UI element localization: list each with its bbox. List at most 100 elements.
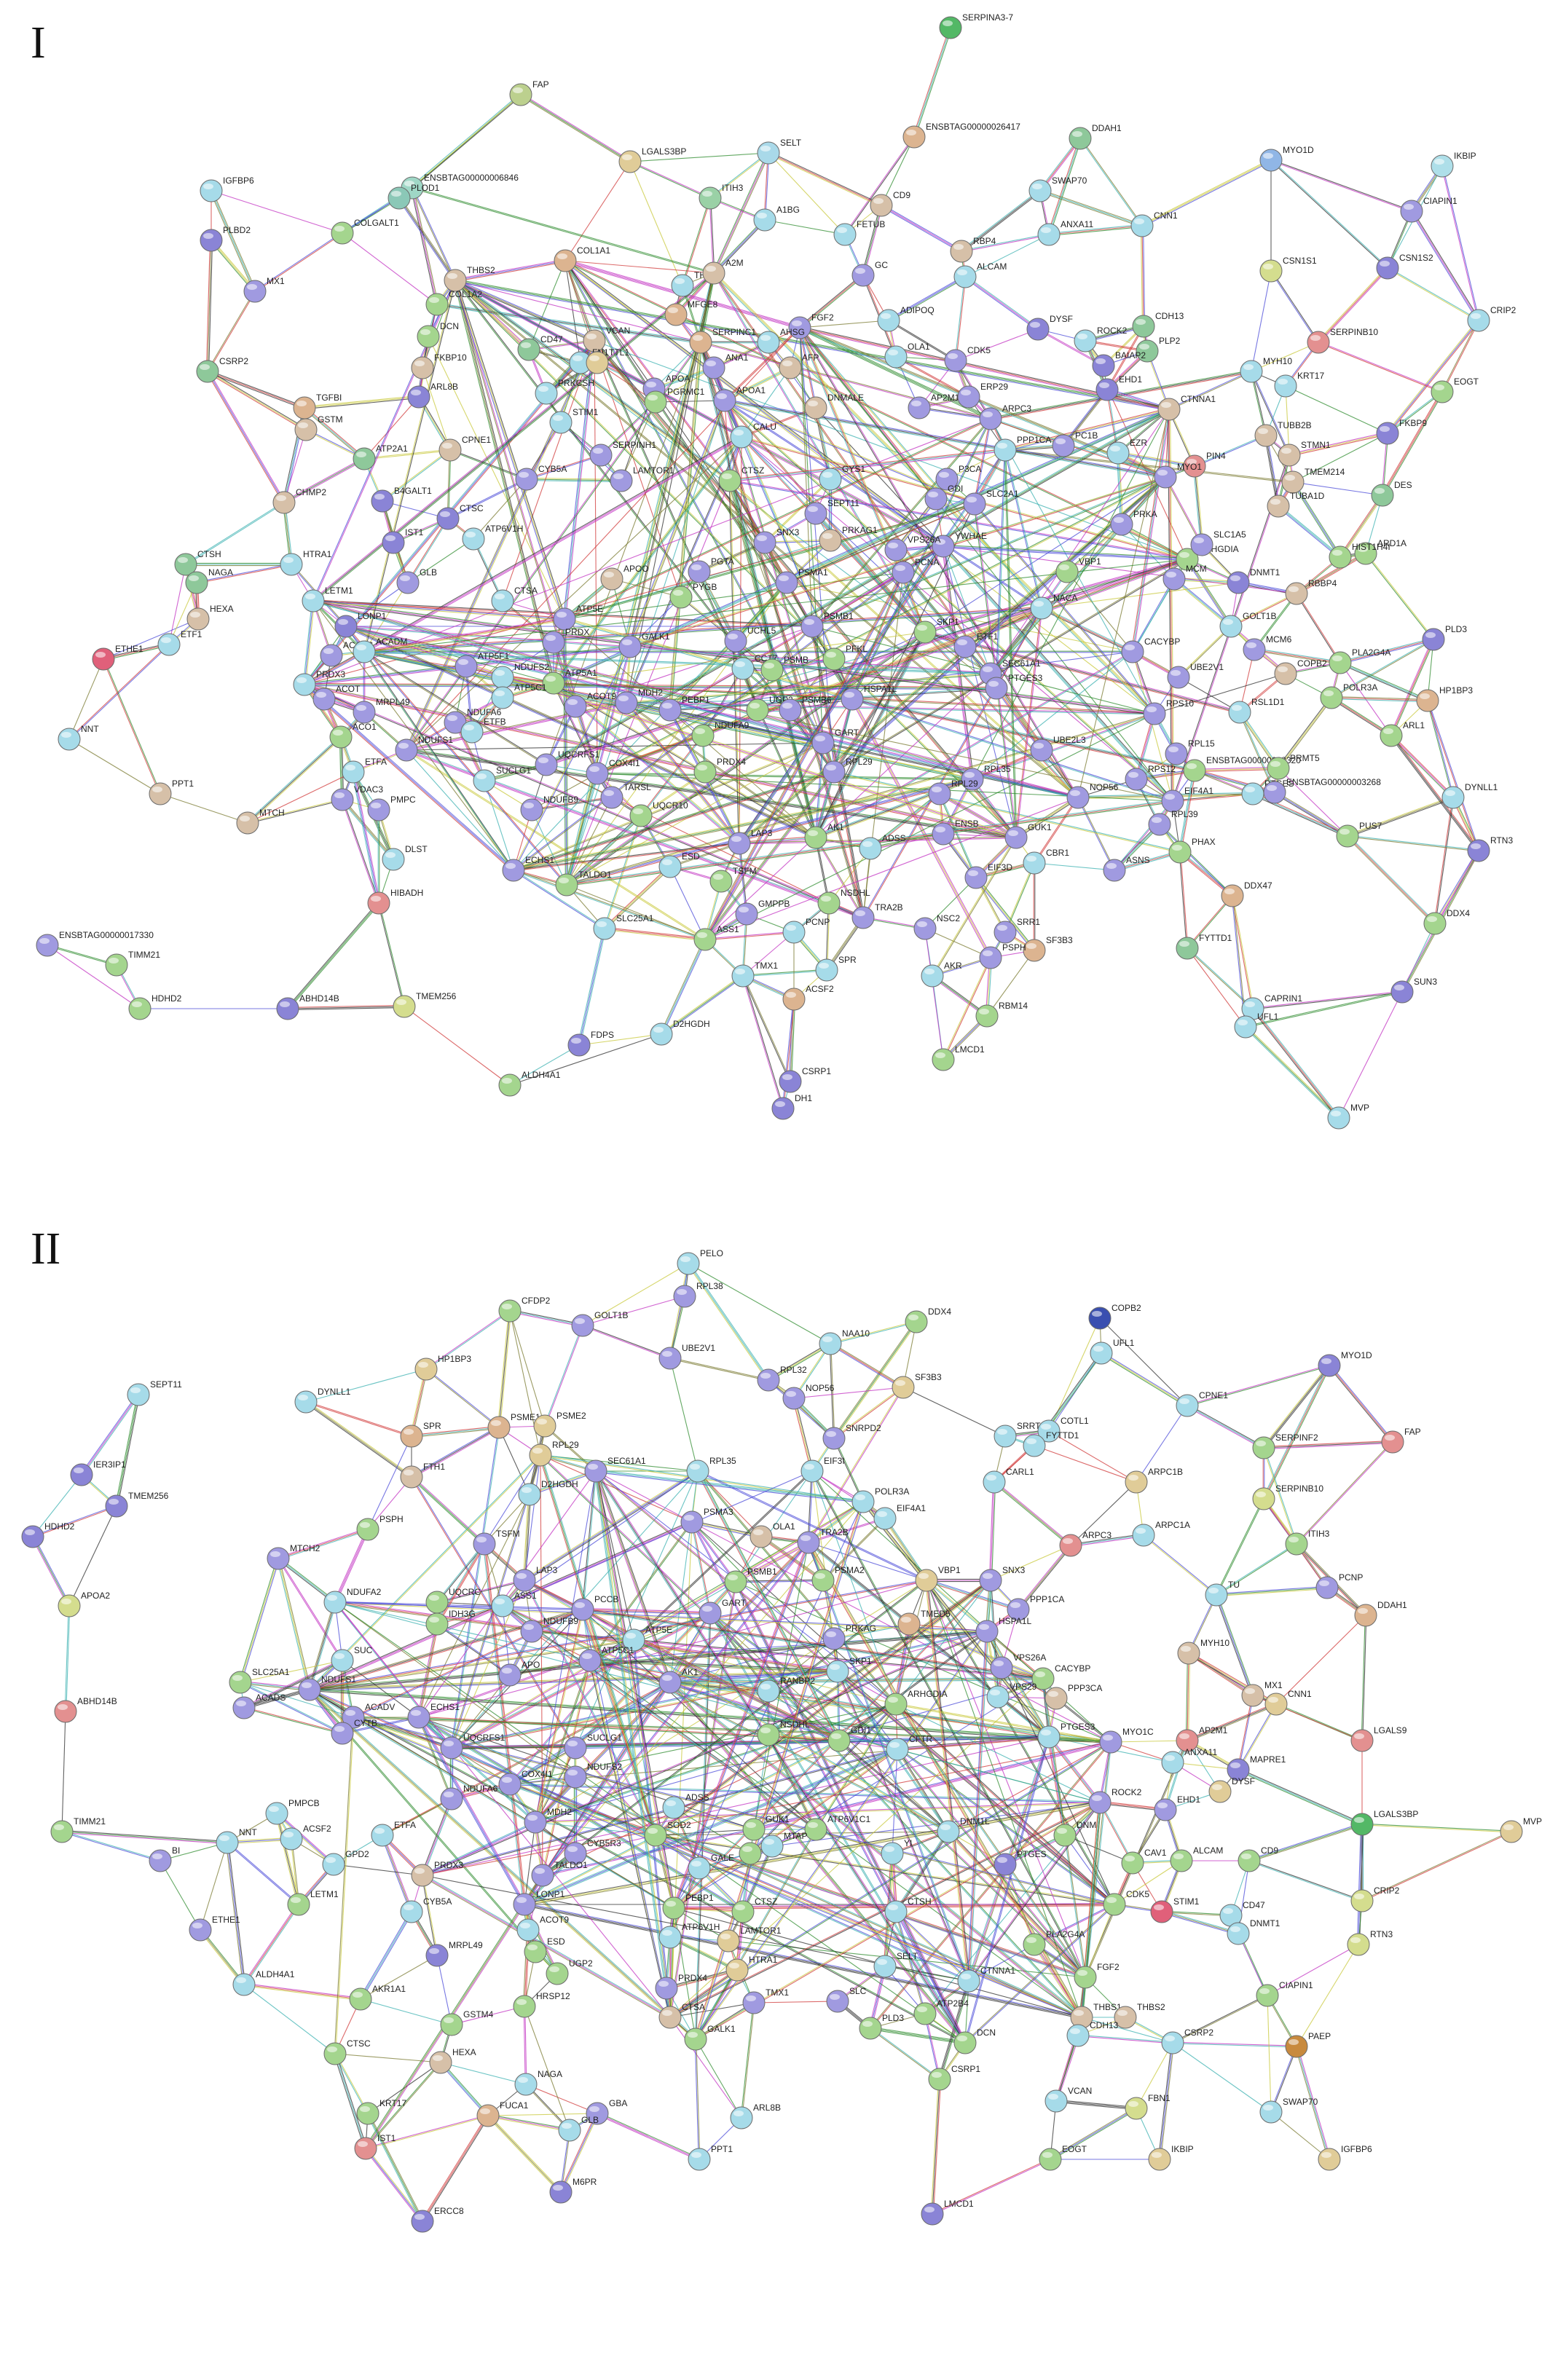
protein-node[interactable]: DNM	[1053, 1820, 1096, 1847]
protein-node[interactable]: CAV1	[1121, 1848, 1167, 1875]
protein-node[interactable]: VBP1	[1055, 556, 1101, 583]
protein-node[interactable]: ANXA11	[1037, 219, 1093, 246]
protein-node[interactable]: SERPINB10	[1307, 327, 1378, 354]
protein-node[interactable]: ALDH4A1	[232, 1969, 295, 1996]
protein-node[interactable]: PCNP	[782, 917, 830, 944]
protein-node[interactable]: APOA2	[58, 1591, 110, 1617]
protein-node[interactable]: LAP3	[513, 1565, 558, 1592]
protein-node[interactable]: HIST1H4I	[1329, 542, 1390, 569]
protein-node[interactable]: ETFB	[460, 717, 506, 744]
protein-node[interactable]: RPL29	[822, 757, 873, 784]
protein-node[interactable]: CTNNA1	[957, 1966, 1015, 1993]
protein-node[interactable]: NAA10	[819, 1328, 870, 1355]
protein-node[interactable]: NDUFB9	[520, 795, 578, 821]
protein-node[interactable]: GALE	[688, 1853, 734, 1880]
protein-node[interactable]: DDX47	[1221, 880, 1272, 907]
protein-node[interactable]: ATP5F1	[455, 651, 509, 678]
protein-node[interactable]: CTSA	[658, 2002, 705, 2029]
protein-node[interactable]: FDPS	[567, 1030, 614, 1057]
protein-node[interactable]: PSME2	[533, 1411, 586, 1438]
protein-node[interactable]: ATP5E	[622, 1625, 672, 1652]
protein-node[interactable]: SNRPD2	[822, 1423, 881, 1450]
protein-node[interactable]: GART	[811, 728, 859, 754]
protein-node[interactable]: ATP5C1	[491, 682, 547, 709]
protein-node[interactable]: GOLT1B	[571, 1310, 628, 1337]
protein-node[interactable]: RPL32	[757, 1365, 807, 1392]
protein-node[interactable]: VPS29	[986, 1682, 1037, 1709]
protein-node[interactable]: CFTR	[886, 1734, 932, 1761]
protein-node[interactable]: SKP1	[913, 617, 959, 644]
protein-node[interactable]: CTSH	[884, 1896, 932, 1923]
protein-node[interactable]: PEBP1	[658, 695, 710, 722]
protein-node[interactable]: GLB	[558, 2115, 599, 2142]
protein-node[interactable]: PLP2	[1136, 336, 1181, 363]
protein-node[interactable]: PSMB1	[724, 1567, 777, 1593]
protein-node[interactable]: CTSZ	[718, 465, 764, 492]
protein-node[interactable]: COL1A1	[554, 245, 610, 272]
protein-node[interactable]: TU	[1205, 1580, 1240, 1607]
protein-node[interactable]: CAPRIN1	[1241, 993, 1302, 1020]
protein-node[interactable]: FGF2	[788, 312, 834, 339]
protein-node[interactable]: NSDHL	[757, 1719, 810, 1746]
protein-node[interactable]: PPP3CA	[1044, 1683, 1102, 1710]
protein-node[interactable]: HDHD2	[21, 1521, 75, 1548]
protein-node[interactable]: PTGES3	[1037, 1722, 1095, 1749]
protein-node[interactable]: CALU	[730, 422, 776, 449]
protein-node[interactable]: PAEP	[1285, 2031, 1331, 2058]
protein-node[interactable]: ATP6V1H	[658, 1922, 720, 1949]
protein-node[interactable]: PLD3	[1422, 624, 1467, 651]
protein-node[interactable]: AKR	[921, 961, 962, 988]
protein-node[interactable]: UFL1	[1090, 1338, 1135, 1365]
protein-node[interactable]: RTN3	[1467, 835, 1513, 862]
protein-node[interactable]: A2M	[702, 258, 744, 285]
protein-node[interactable]: GART	[699, 1598, 747, 1625]
protein-node[interactable]: YWHAE	[932, 531, 987, 558]
protein-node[interactable]: GLB	[396, 567, 437, 594]
protein-node[interactable]: ETHE1	[189, 1915, 240, 1942]
protein-node[interactable]: VCAN	[583, 326, 630, 352]
protein-node[interactable]: TUBB2B	[1254, 420, 1312, 447]
protein-node[interactable]: TIMM21	[50, 1816, 106, 1843]
protein-node[interactable]: PSPH	[356, 1514, 404, 1541]
protein-node[interactable]: GPD2	[322, 1849, 369, 1876]
protein-node[interactable]: UBE2V1	[658, 1343, 715, 1370]
protein-node[interactable]: ADSS	[859, 833, 906, 860]
protein-node[interactable]: CDH13	[1066, 2020, 1119, 2047]
protein-node[interactable]: RPL29	[529, 1440, 579, 1467]
protein-node[interactable]: PCNA	[892, 557, 939, 584]
protein-node[interactable]: TIMM21	[105, 950, 160, 977]
protein-node[interactable]: MRPL49	[353, 697, 410, 724]
protein-node[interactable]: UGP2	[546, 1958, 593, 1985]
protein-node[interactable]: FKBP10	[411, 352, 467, 379]
protein-node[interactable]: ENSBTAG00000006846	[401, 173, 519, 200]
protein-node[interactable]: TTL1	[586, 347, 629, 374]
protein-node[interactable]: PGRMC1	[644, 387, 705, 414]
protein-node[interactable]: MRPL49	[425, 1940, 483, 1967]
protein-node[interactable]: ALDH4A1	[498, 1070, 561, 1097]
protein-node[interactable]: CTNNA1	[1157, 394, 1216, 421]
protein-node[interactable]: DYSF	[1026, 314, 1073, 341]
protein-node[interactable]: CBR1	[1023, 848, 1069, 875]
protein-node[interactable]: CD47	[1219, 1900, 1265, 1927]
protein-node[interactable]: PSME1	[487, 1412, 540, 1439]
protein-node[interactable]: NDUFS2	[564, 1762, 622, 1789]
protein-node[interactable]: EZR	[1106, 438, 1147, 465]
protein-node[interactable]: LGALS3BP	[618, 146, 686, 173]
protein-node[interactable]: PSMA2	[811, 1565, 865, 1592]
protein-node[interactable]: CIAPIN1	[1256, 1980, 1313, 2007]
protein-node[interactable]: CTSZ	[731, 1896, 777, 1923]
protein-node[interactable]: ARPC3	[979, 403, 1031, 430]
protein-node[interactable]: UBE2L3	[1030, 735, 1086, 762]
protein-node[interactable]: NAGA	[185, 567, 233, 594]
protein-node[interactable]: ETF1	[953, 631, 999, 658]
protein-node[interactable]: GALK1	[618, 631, 670, 658]
protein-node[interactable]: HSPA1L	[841, 684, 897, 711]
protein-node[interactable]: TMX1	[731, 961, 778, 988]
protein-node[interactable]: PPP1CA	[994, 435, 1051, 462]
protein-node[interactable]: B4GALT1	[371, 486, 432, 513]
protein-node[interactable]: DDX4	[1423, 908, 1470, 935]
protein-node[interactable]: EHD1	[1154, 1794, 1200, 1821]
protein-node[interactable]: ENSBTAG00000026417	[902, 122, 1020, 149]
protein-node[interactable]: UFL1	[1234, 1012, 1279, 1039]
protein-node[interactable]: GDI1	[827, 1725, 871, 1752]
